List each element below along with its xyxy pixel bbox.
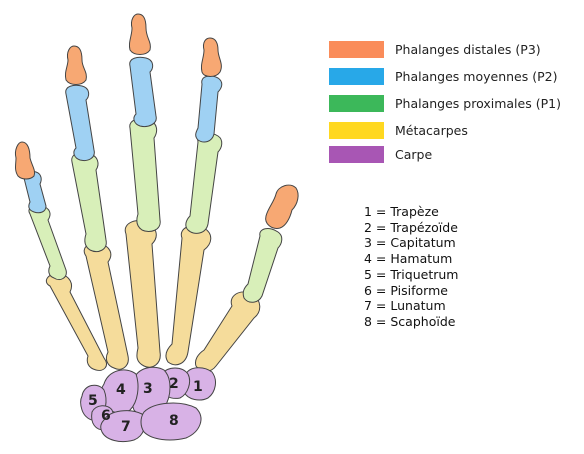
legend-swatch-distal: [329, 41, 384, 58]
carpal-number-1: 1: [193, 379, 203, 395]
carpal-key-list: 1 = Trapèze 2 = Trapézoïde 3 = Capitatum…: [364, 204, 458, 330]
carpal-bones: [80, 366, 216, 443]
carpal-key-4: 4 = Hamatum: [364, 251, 453, 267]
carpal-key-8: 8 = Scaphoïde: [364, 313, 456, 329]
proximal-thumb: [242, 228, 283, 303]
carpal-number-6: 6: [101, 408, 111, 424]
middle-ring: [65, 84, 95, 161]
carpal-key-1: 1 = Trapèze: [364, 204, 439, 219]
distal-middle: [128, 13, 151, 55]
carpal-numbers: 1 2 3 4 5 6 7 8: [88, 376, 203, 435]
carpal-key-5: 5 = Triquetrum: [364, 266, 459, 282]
carpal-7-lunatum: [100, 410, 146, 443]
legend-swatch-proximal: [329, 95, 384, 112]
distal-ring: [64, 45, 87, 85]
carpal-number-7: 7: [121, 419, 131, 435]
middle-phalanges: [23, 56, 223, 214]
carpal-number-4: 4: [116, 382, 126, 398]
legend-label-carpal: Carpe: [395, 147, 433, 162]
legend-swatch-middle: [329, 68, 384, 85]
middle-middle: [129, 56, 157, 127]
carpal-number-8: 8: [169, 413, 179, 429]
carpal-number-3: 3: [143, 381, 153, 397]
proximal-ring: [71, 151, 107, 253]
metacarpal-index: [165, 225, 212, 366]
distal-phalanges: [15, 13, 299, 229]
proximal-little: [28, 205, 67, 281]
legend-swatch-carpal: [329, 146, 384, 163]
legend-label-proximal: Phalanges proximales (P1): [395, 96, 561, 111]
legend-swatch-metacarpal: [329, 122, 384, 139]
carpal-key-7: 7 = Lunatum: [364, 298, 446, 314]
distal-little: [15, 141, 35, 180]
proximal-phalanges: [28, 117, 283, 303]
proximal-index: [185, 132, 223, 234]
legend-label-middle: Phalanges moyennes (P2): [395, 69, 558, 84]
carpal-key-3: 3 = Capitatum: [364, 235, 456, 251]
carpal-key-6: 6 = Pisiforme: [364, 282, 448, 298]
metacarpals: [45, 220, 261, 372]
carpal-8-scaphoide: [140, 402, 202, 441]
middle-index: [195, 75, 223, 143]
distal-index: [200, 37, 222, 77]
carpal-key-2: 2 = Trapézoïde: [364, 219, 458, 235]
distal-thumb: [265, 184, 299, 229]
legend-label-distal: Phalanges distales (P3): [395, 42, 541, 57]
metacarpal-thumb: [195, 291, 261, 372]
proximal-middle: [129, 117, 161, 233]
legend-label-metacarpal: Métacarpes: [395, 123, 468, 138]
metacarpal-middle: [124, 220, 161, 368]
carpal-number-5: 5: [88, 393, 98, 409]
carpal-number-2: 2: [169, 376, 179, 392]
